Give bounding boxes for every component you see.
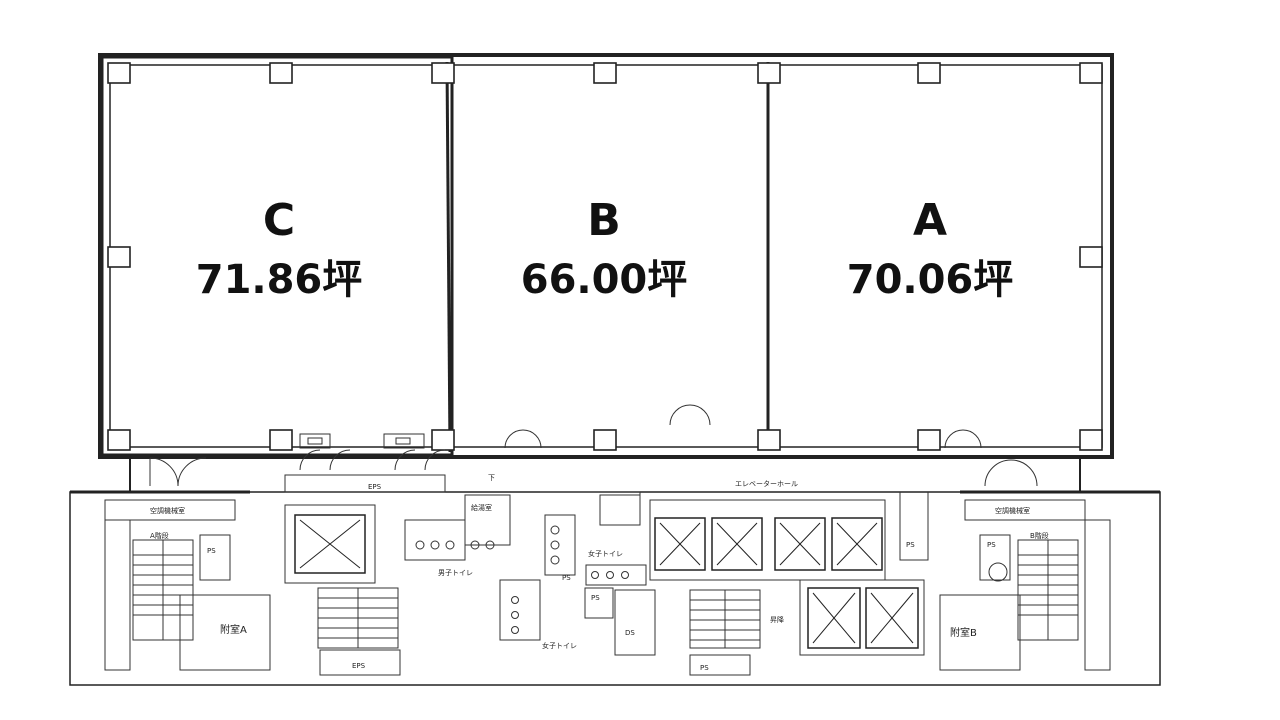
elevator-bank <box>654 517 883 571</box>
label-air-room-left: 空調機械室 <box>150 506 185 515</box>
label-down: 下 <box>488 474 495 482</box>
unit-b-name: B <box>587 195 621 246</box>
label-air-room-right: 空調機械室 <box>995 506 1030 515</box>
label-stair-right: B階段 <box>1030 531 1049 540</box>
unit-b: B 66.00坪 <box>505 185 705 305</box>
unit-c-area: 71.86坪 <box>196 257 363 303</box>
stairs <box>132 539 1079 649</box>
unit-a: A 70.06坪 <box>830 185 1030 305</box>
label-ds: DS <box>625 629 635 637</box>
label-annex-right: 附室B <box>950 626 977 639</box>
service-elevator <box>284 504 376 584</box>
label-eps-top: EPS <box>368 483 382 491</box>
label-ps-6: PS <box>700 664 709 672</box>
core-rooms <box>104 494 1111 676</box>
columns <box>107 62 1103 451</box>
unit-c-name: C <box>263 195 295 246</box>
label-womens-toilet-1: 女子トイレ <box>588 549 623 558</box>
door-swings <box>149 404 1038 487</box>
label-ps-1: PS <box>207 547 216 555</box>
unit-a-area: 70.06坪 <box>847 257 1014 303</box>
label-ps-3: PS <box>906 541 915 549</box>
label-ps-5: PS <box>562 574 571 582</box>
elevator-lower <box>799 579 925 656</box>
label-ps-2: PS <box>987 541 996 549</box>
label-eps-bottom: EPS <box>352 662 366 670</box>
label-stair-left: A階段 <box>150 531 169 540</box>
label-annex-left: 附室A <box>220 623 247 636</box>
unit-a-name: A <box>913 195 947 246</box>
unit-b-area: 66.00坪 <box>521 257 688 303</box>
label-womens-toilet-2: 女子トイレ <box>542 641 577 650</box>
label-ps-4: PS <box>591 594 600 602</box>
label-mens-toilet: 男子トイレ <box>438 569 473 577</box>
core-labels: 空調機械室 空調機械室 A階段 B階段 PS PS PS PS PS PS 附室… <box>150 474 1049 672</box>
partition-c-b <box>445 61 452 453</box>
label-elevator-hall: エレベーターホール <box>735 479 798 488</box>
label-shoko: 昇降 <box>770 615 784 624</box>
unit-c: C 71.86坪 <box>180 185 380 305</box>
label-kitchen: 給湯室 <box>471 503 492 512</box>
